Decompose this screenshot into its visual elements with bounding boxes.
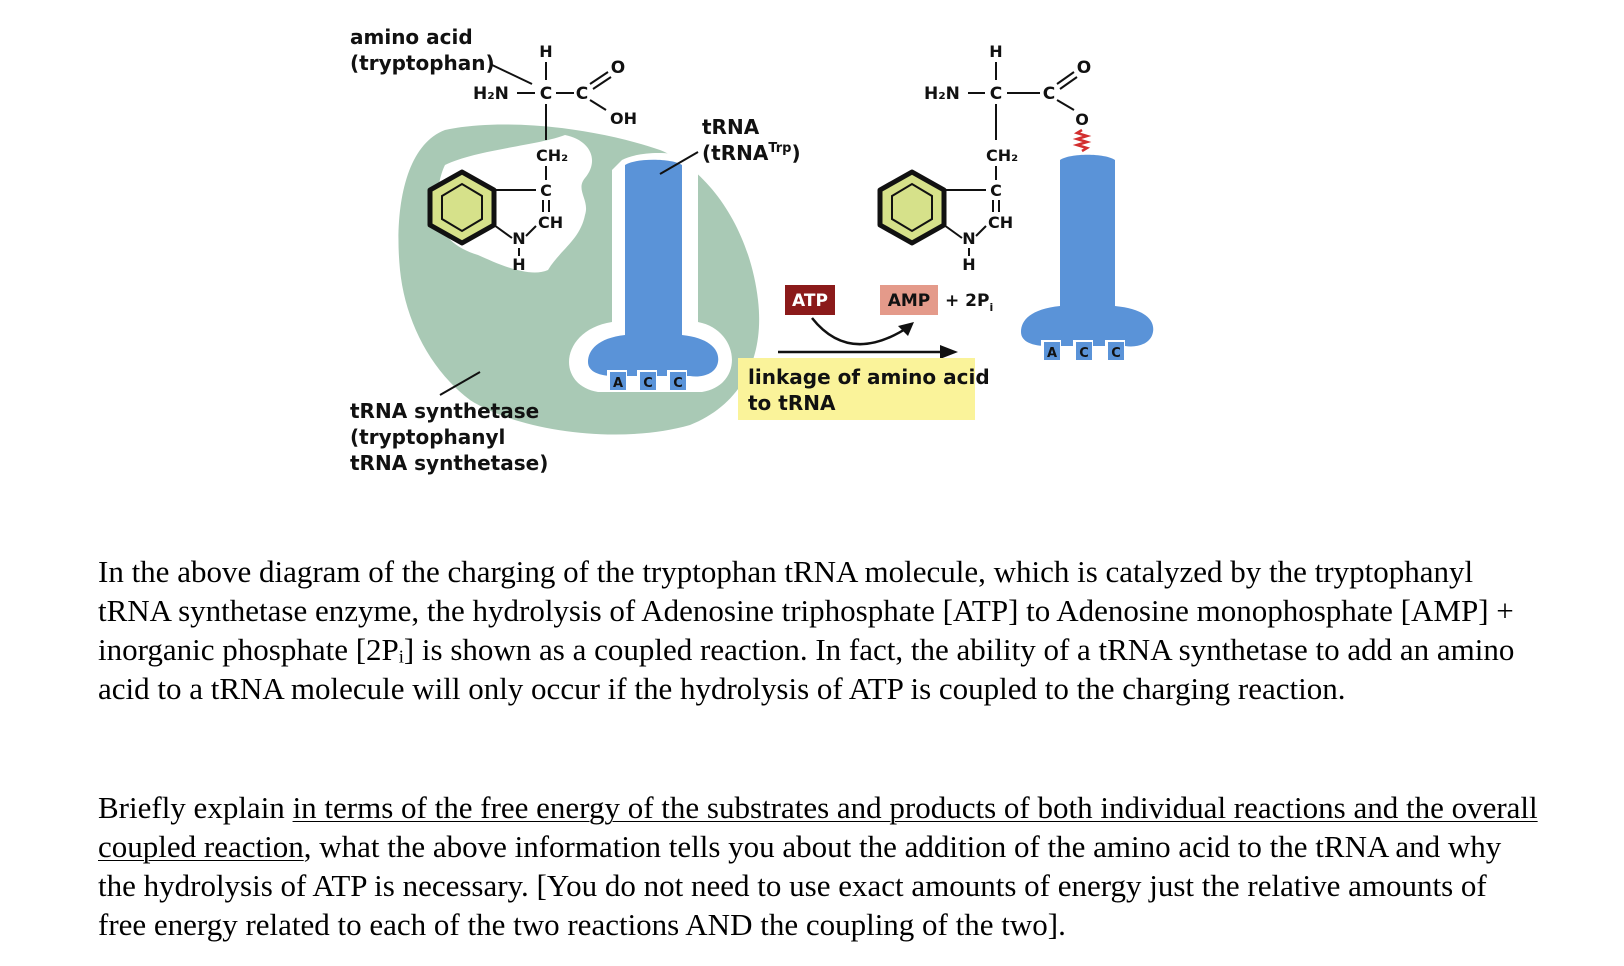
anticodon-base: A (1047, 346, 1057, 361)
carbonyl-oxygen: O (1077, 58, 1091, 78)
hydrolysis-arrowhead (898, 322, 914, 336)
carboxyl-carbon: C (576, 84, 588, 104)
coupled-reaction: ATP AMP + 2Pi linkage of amino acid to t… (738, 285, 993, 420)
trna-right-body (1021, 154, 1154, 347)
anticodon-box (1076, 342, 1092, 360)
ring-ch: CH (988, 213, 1013, 232)
anticodon-base: C (1079, 346, 1089, 361)
double-bond (1056, 71, 1075, 85)
phosphate-label: + 2Pi (945, 291, 993, 314)
double-bond (592, 76, 612, 90)
anticodon-base: A (613, 376, 623, 391)
reaction-label-box (738, 358, 975, 420)
alpha-carbon: C (990, 84, 1002, 104)
alpha-h: H (989, 42, 1002, 61)
anticodon-box (1108, 342, 1124, 360)
ch2-group: CH₂ (986, 146, 1018, 165)
indole-inner-ring (891, 182, 933, 233)
alpha-h: H (539, 42, 552, 61)
trna-charging-diagram: A C C amino acid (tryptophan) H H₂N C C … (350, 25, 1154, 475)
ester-bond (1072, 128, 1092, 153)
anticodon-box (670, 372, 686, 390)
ring-nh: H (962, 255, 975, 274)
amino-acid-pocket (437, 135, 593, 273)
ring-nh: H (512, 255, 525, 274)
indole-inner-ring (441, 182, 483, 233)
trna-left: A C C (588, 159, 719, 391)
hydrolysis-curve (811, 317, 911, 346)
anticodon-base: C (643, 376, 653, 391)
bond (525, 225, 537, 237)
amino-acid-pointer (489, 63, 533, 85)
ring-nitrogen: N (512, 229, 525, 248)
synthetase-pointer (439, 371, 481, 396)
reaction-arrowhead (940, 345, 958, 359)
synthetase-label: tRNA synthetase (350, 399, 539, 423)
trna-name: (tRNATrp) (702, 141, 801, 165)
double-bond (1059, 76, 1078, 90)
carboxyl-carbon: C (1043, 84, 1055, 104)
reaction-label: to tRNA (748, 391, 836, 415)
bond (1056, 99, 1075, 111)
bond (943, 224, 963, 239)
anticodon-box (610, 372, 626, 390)
anticodon-base: C (1111, 346, 1121, 361)
amp-box (880, 285, 938, 315)
tryptophan-left: amino acid (tryptophan) H H₂N C C O OH C… (350, 25, 637, 274)
question-prompt-intro: Briefly explain (98, 790, 293, 825)
amino-group: H₂N (473, 84, 509, 104)
bond (975, 225, 987, 237)
double-bond (589, 71, 609, 85)
atp-label: ATP (792, 291, 828, 311)
amino-acid-label: amino acid (350, 25, 473, 49)
synthetase-name: tRNA synthetase) (350, 451, 548, 475)
bond (493, 224, 513, 239)
amino-group: H₂N (924, 84, 960, 104)
trna-left-body (588, 159, 719, 377)
hydroxyl-group: OH (610, 109, 637, 128)
indole-benzene-ring (877, 169, 947, 246)
question-context-paragraph: In the above diagram of the charging of … (98, 554, 1515, 706)
amino-acid-name: (tryptophan) (350, 51, 495, 75)
ring-carbon: C (540, 181, 552, 200)
ch2-group: CH₂ (536, 146, 568, 165)
synthetase-name: (tryptophanyl (350, 425, 505, 449)
bond (589, 99, 607, 111)
atp-box (785, 285, 835, 315)
anticodon-box (1044, 342, 1060, 360)
carbonyl-oxygen: O (611, 58, 625, 78)
amp-label: AMP (888, 291, 931, 311)
ester-oxygen: O (1075, 110, 1089, 129)
charged-trna: H H₂N C C O O CH₂ C CH N H A C (877, 42, 1154, 361)
trna-label: tRNA (702, 115, 760, 139)
ring-ch: CH (538, 213, 563, 232)
question-prompt-rest: , what the above information tells you a… (98, 829, 1502, 942)
question-prompt-paragraph: Briefly explain in terms of the free ene… (98, 788, 1538, 944)
ring-nitrogen: N (962, 229, 975, 248)
trna-pointer (659, 151, 699, 175)
anticodon-box (640, 372, 656, 390)
indole-benzene-ring (427, 169, 497, 246)
alpha-carbon: C (540, 84, 552, 104)
ring-carbon: C (990, 181, 1002, 200)
anticodon-base: C (673, 376, 683, 391)
question-underlined-phrase: in terms of the free energy of the subst… (98, 790, 1538, 864)
reaction-label: linkage of amino acid (748, 365, 990, 389)
